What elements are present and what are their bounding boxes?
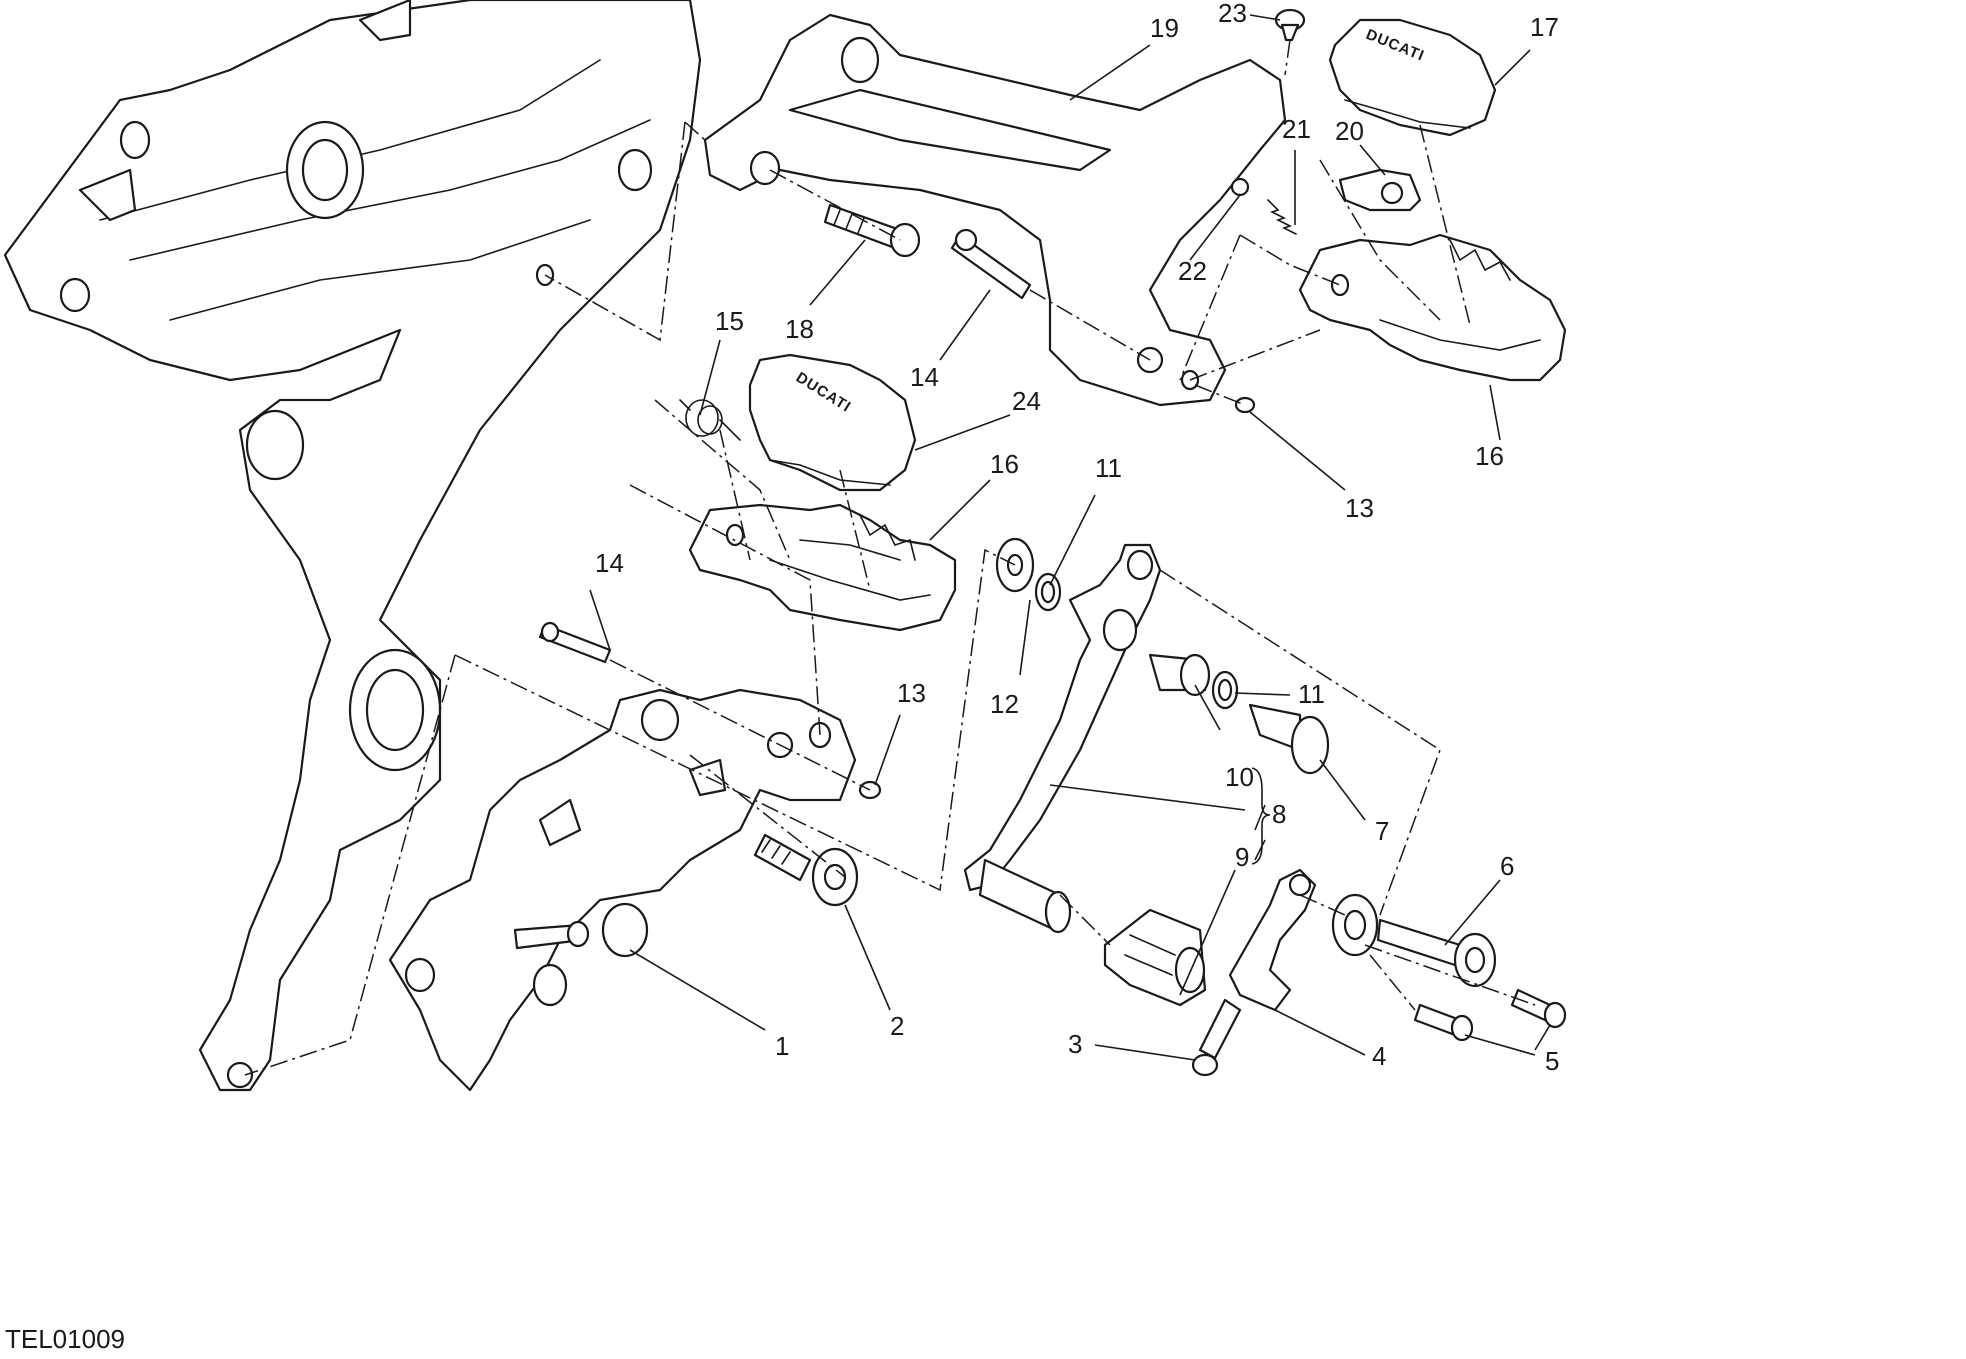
callout-18: 18: [785, 314, 814, 344]
callout-14-upper: 14: [910, 362, 939, 392]
spring-21: [1267, 199, 1297, 235]
leader-lines: [589, 14, 1551, 1061]
callout-16-upper: 16: [1475, 441, 1504, 471]
pivot-20: [1338, 168, 1422, 212]
motorcycle-frame: [3, 0, 702, 1092]
callout-14-lower: 14: [595, 548, 624, 578]
shift-rubber-9: [1103, 908, 1207, 1007]
callout-17: 17: [1530, 12, 1559, 42]
callout-8: 8: [1272, 799, 1286, 829]
bolt-18: [823, 203, 921, 258]
pin-14-upper: [950, 228, 1032, 300]
bushing-10: [1148, 653, 1211, 697]
callout-9: 9: [1235, 842, 1249, 872]
callout-13-upper: 13: [1345, 493, 1374, 523]
footpeg-bracket-upper: [703, 13, 1287, 407]
callout-12: 12: [990, 689, 1019, 719]
screw-5-b: [1510, 988, 1567, 1029]
pivot-pin-7: [1248, 703, 1330, 775]
shift-arm-4: [1228, 868, 1317, 1012]
callout-1: 1: [775, 1031, 789, 1061]
pin-14-lower: [538, 621, 612, 664]
callout-22: 22: [1178, 256, 1207, 286]
callout-16-lower: 16: [990, 449, 1019, 479]
gear-lever-8: [963, 543, 1162, 934]
footpeg-bracket-left: [388, 688, 857, 1092]
ball-22: [1230, 177, 1250, 197]
callout-24: 24: [1012, 386, 1041, 416]
callout-21: 21: [1282, 114, 1311, 144]
linkage-6: [1331, 893, 1497, 988]
callout-20: 20: [1335, 116, 1364, 146]
spring-15: [679, 399, 741, 441]
callout-7: 7: [1375, 816, 1389, 846]
bracket-pin: [513, 920, 590, 950]
callout-4: 4: [1372, 1041, 1386, 1071]
bolt-3: [1191, 998, 1242, 1077]
washer-11-upper: [1034, 572, 1062, 612]
washer-11-lower: [1211, 670, 1239, 710]
rubber-24: DUCATI: [748, 353, 917, 492]
assembly-lines: [244, 39, 1536, 1076]
callout-10: 10: [1225, 762, 1254, 792]
callout-11-lower: 11: [1298, 679, 1325, 709]
callout-2: 2: [890, 1011, 904, 1041]
clip-13-upper: [1234, 396, 1256, 414]
callout-23: 23: [1218, 0, 1247, 28]
footpeg-16-upper: [1298, 233, 1567, 382]
callouts: 1 2 3 4 5 6 7 8 9 10 11 11 12 13 13 14 1…: [595, 0, 1559, 1076]
callout-3: 3: [1068, 1029, 1082, 1059]
bolt-2: [753, 833, 859, 907]
screw-5-a: [1413, 1003, 1474, 1042]
callout-6: 6: [1500, 851, 1514, 881]
callout-5: 5: [1545, 1046, 1559, 1076]
callout-11-upper: 11: [1095, 453, 1122, 483]
footpeg-16-lower: [688, 503, 957, 632]
callout-15: 15: [715, 306, 744, 336]
screw-23: [1274, 8, 1306, 42]
rubber-17: DUCATI: [1328, 18, 1497, 137]
callout-19: 19: [1150, 13, 1179, 43]
callout-13-lower: 13: [897, 678, 926, 708]
drawing-code: TEL01009: [5, 1324, 125, 1354]
brace-8: [1251, 767, 1271, 865]
